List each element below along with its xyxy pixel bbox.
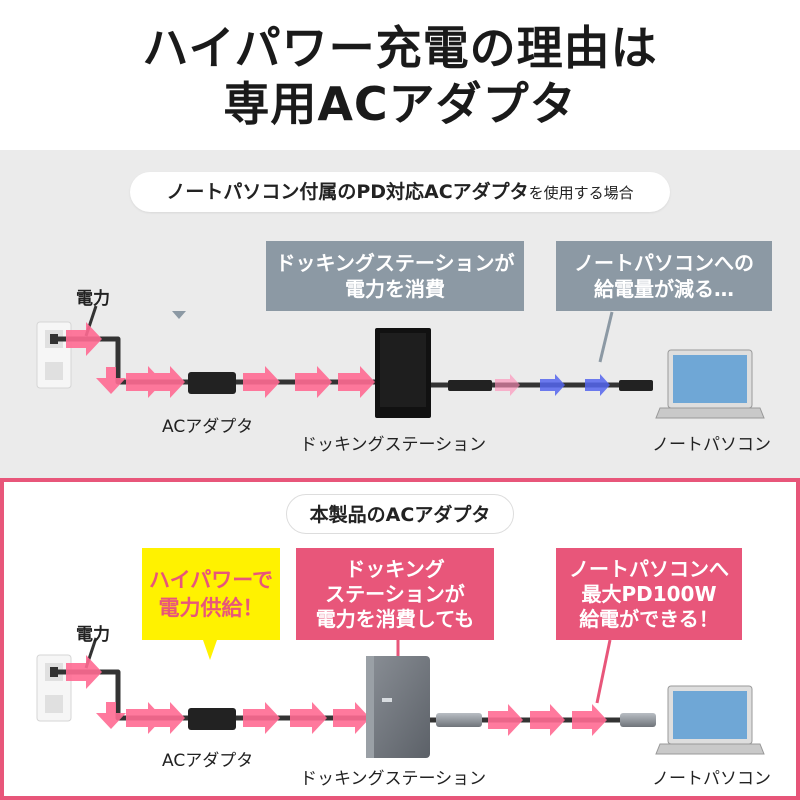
bubble-laptop-reduced-1: ノートパソコンへの 給電量が減る… <box>556 241 772 311</box>
bubble-line: ハイパワーで <box>149 568 273 592</box>
outlet-2 <box>36 654 72 722</box>
bubble-line: 給電ができる！ <box>579 606 719 631</box>
ac-adapter-1 <box>188 372 236 394</box>
title-line-2: 専用ACアダプタ <box>223 77 577 131</box>
pill-main-text: ノートパソコン付属のPD対応ACアダプタ <box>166 181 529 203</box>
docking-station-1 <box>375 328 431 418</box>
bubble-tail-adapter-2 <box>203 640 217 660</box>
bubble-dock-consumes-2: ドッキング ステーションが 電力を消費しても <box>296 548 494 640</box>
bubble-line: ドッキングステーションが <box>275 251 515 275</box>
bubble-line: ステーションが <box>325 581 465 606</box>
ac-adapter-2 <box>188 708 236 730</box>
bubble-line: ノートパソコンへの <box>574 251 754 275</box>
label-power-2: 電力 <box>76 625 110 645</box>
label-power-1: 電力 <box>76 289 110 309</box>
pill-small-text: を使用する場合 <box>528 184 634 202</box>
bubble-line: 電力供給！ <box>158 596 264 620</box>
outlet-1 <box>36 321 72 389</box>
laptop-1 <box>655 349 765 419</box>
flow-arrows-2 <box>66 655 607 736</box>
title-line-1: ハイパワー充電の理由は <box>142 21 658 75</box>
bubble-tail-dock-1 <box>172 311 186 319</box>
bubble-line: 電力を消費しても <box>315 606 475 631</box>
usb-c-cable-2 <box>436 713 656 727</box>
scenario-pill-product: 本製品のACアダプタ <box>286 494 514 534</box>
label-dock-1: ドッキングステーション <box>300 435 487 455</box>
bubble-line: ノートパソコンへ <box>569 556 729 581</box>
header: ハイパワー充電の理由は 専用ACアダプタ <box>0 0 800 150</box>
scenario-pill-bundled: ノートパソコン付属のPD対応ACアダプタを使用する場合 <box>130 172 670 212</box>
flow-arrows-blue-1 <box>540 374 610 396</box>
usb-c-cable-1 <box>448 380 653 391</box>
bubble-high-power-2: ハイパワーで 電力供給！ <box>142 548 280 640</box>
laptop-2 <box>655 685 765 755</box>
flow-arrows-1 <box>66 322 520 398</box>
bubble-line: 最大PD100W <box>581 581 717 606</box>
bubble-dock-consumes-1: ドッキングステーションが 電力を消費 <box>266 241 524 311</box>
bubble-laptop-100w-2: ノートパソコンへ 最大PD100W 給電ができる！ <box>556 548 742 640</box>
label-adapter-2: ACアダプタ <box>162 751 254 771</box>
bubble-pointer-laptop-2 <box>595 639 612 704</box>
label-laptop-2: ノートパソコン <box>652 769 771 789</box>
label-dock-2: ドッキングステーション <box>300 769 487 789</box>
bubble-pointer-laptop-1 <box>598 311 614 363</box>
label-adapter-1: ACアダプタ <box>162 417 254 437</box>
bubble-line: ドッキング <box>345 556 445 581</box>
docking-station-2 <box>366 656 430 758</box>
bubble-line: 電力を消費 <box>345 277 445 301</box>
label-laptop-1: ノートパソコン <box>652 435 771 455</box>
bubble-line: 給電量が減る… <box>594 277 734 301</box>
